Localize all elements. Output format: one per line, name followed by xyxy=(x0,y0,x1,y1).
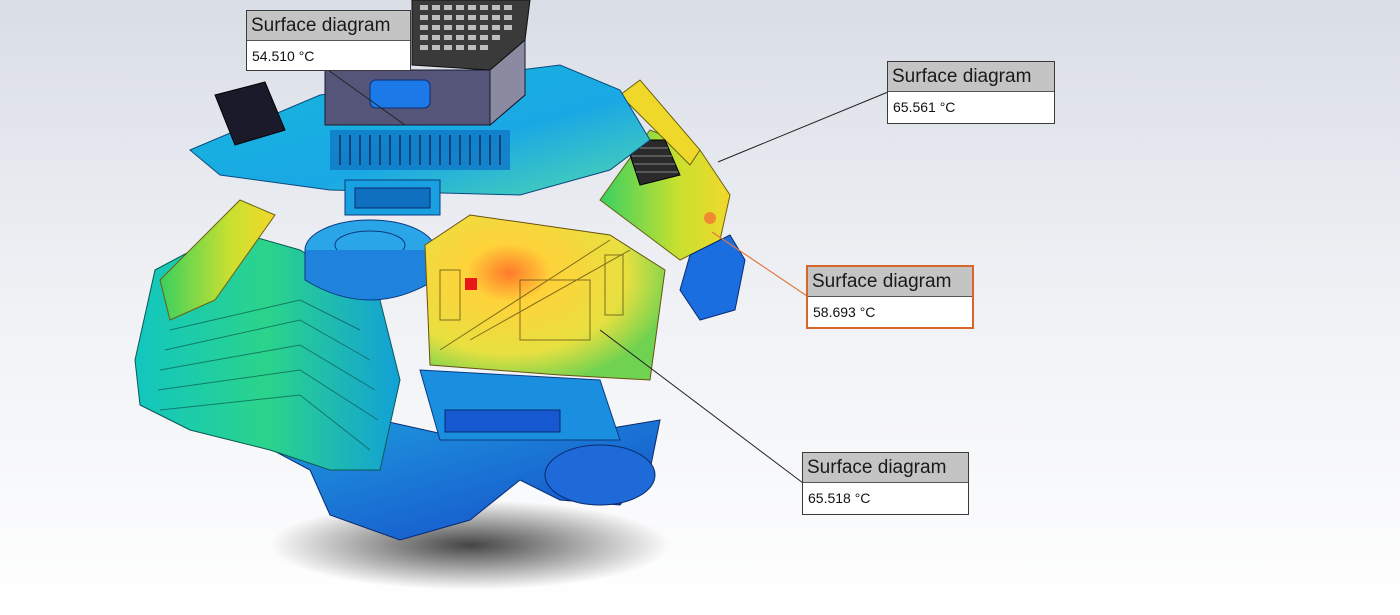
probe-leader-1 xyxy=(327,69,406,126)
probe-leader-2 xyxy=(717,91,889,163)
model-bottom-cylinder xyxy=(544,444,656,506)
probe-label-2[interactable]: Surface diagram 65.561 °C xyxy=(887,61,1055,124)
probe-leader-4 xyxy=(599,329,804,484)
model-left-bracket xyxy=(159,199,276,321)
probe-value: 54.510 °C xyxy=(252,48,315,64)
probe-value: 65.518 °C xyxy=(808,490,871,506)
model-right-connector xyxy=(679,234,746,321)
probe-value: 65.561 °C xyxy=(893,99,956,115)
probe-value: 58.693 °C xyxy=(813,304,876,320)
model-heatsink xyxy=(624,139,681,186)
probe-title: Surface diagram xyxy=(803,453,968,483)
probe-label-4[interactable]: Surface diagram 65.518 °C xyxy=(802,452,969,515)
probe-label-1[interactable]: Surface diagram 54.510 °C xyxy=(246,10,411,71)
probe-leader-3 xyxy=(711,231,808,297)
probe-title: Surface diagram xyxy=(247,11,410,41)
probe-title: Surface diagram xyxy=(888,62,1054,92)
model-hotspot xyxy=(465,278,477,290)
probe-title: Surface diagram xyxy=(808,267,972,297)
probe-label-3[interactable]: Surface diagram 58.693 °C xyxy=(806,265,974,329)
